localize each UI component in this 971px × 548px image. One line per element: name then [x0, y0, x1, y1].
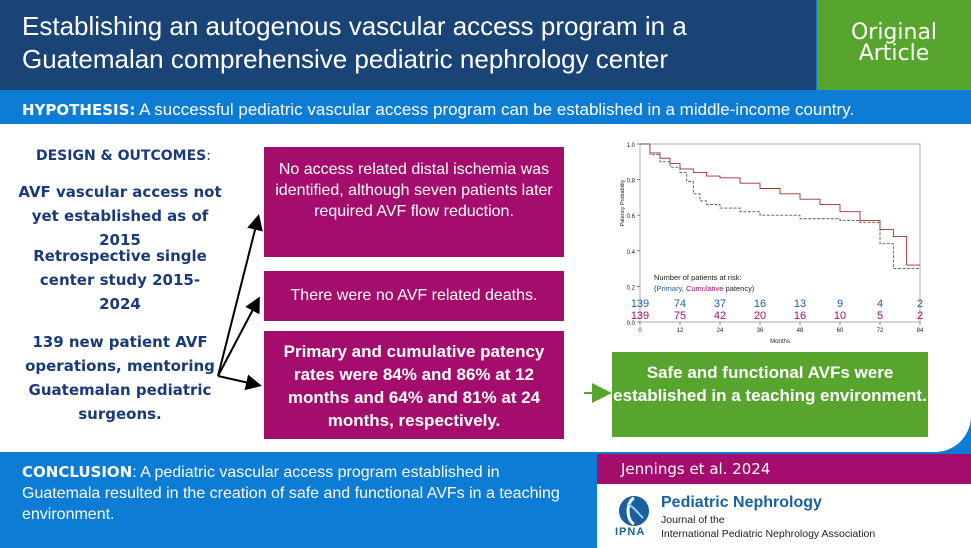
- x-tick-label: 72: [877, 328, 884, 334]
- series-line: [640, 143, 920, 270]
- y-axis-label: Patency Probability: [620, 179, 626, 226]
- at-risk-primary: 9: [837, 298, 843, 310]
- article-type-line1: Original: [850, 20, 938, 45]
- legend-cumulative: Cumulative: [686, 284, 724, 293]
- conclusion-label: CONCLUSION: [22, 463, 133, 481]
- finding-box: There were no AVF related deaths.: [264, 271, 564, 321]
- at-risk-primary: 4: [877, 298, 883, 310]
- at-risk-primary: 16: [754, 298, 766, 310]
- x-tick-label: 36: [757, 328, 764, 334]
- y-tick-label: 0.6: [627, 214, 636, 220]
- at-risk-cumulative: 16: [794, 310, 806, 322]
- legend-suffix: patency): [723, 284, 754, 293]
- at-risk-cumulative: 10: [834, 310, 846, 322]
- y-tick-label: 0.4: [627, 250, 636, 256]
- y-tick-label: 1.0: [627, 143, 636, 149]
- arrow-to-finding-1: [217, 214, 263, 377]
- hypothesis-label: HYPOTHESIS:: [22, 101, 136, 119]
- x-tick-label: 0: [638, 328, 642, 334]
- at-risk-cumulative: 42: [714, 310, 726, 322]
- design-outcomes-heading: DESIGN & OUTCOMES:: [36, 148, 211, 164]
- citation-bar: Jennings et al. 2024: [597, 454, 971, 484]
- article-type-label: Original Article: [817, 20, 971, 66]
- at-risk-primary: 13: [794, 298, 806, 310]
- design-statement: 139 new patient AVF operations, mentorin…: [25, 333, 215, 423]
- journal-footer: IPNA Pediatric Nephrology Journal of the…: [597, 484, 971, 548]
- plot-frame: [639, 143, 921, 323]
- article-type-line2: Article: [858, 41, 930, 66]
- journal-subtitle-line2: International Pediatric Nephrology Assoc…: [661, 528, 876, 540]
- legend-separator: ,: [682, 284, 686, 293]
- risk-table-legend: (Primary, Cumulative patency): [654, 284, 755, 293]
- design-outcomes-colon: :: [206, 148, 211, 164]
- journal-subtitle-line1: Journal of the: [661, 514, 725, 526]
- legend-primary: Primary: [657, 284, 683, 293]
- arrow-to-finding-2: [217, 296, 260, 377]
- at-risk-cumulative: 75: [674, 310, 686, 322]
- legend-paren: (: [654, 284, 657, 293]
- x-tick-label: 84: [917, 328, 924, 334]
- page-title: Establishing an autogenous vascular acce…: [22, 11, 687, 74]
- header-banner: [0, 0, 816, 90]
- x-tick-label: 60: [837, 328, 844, 334]
- risk-table-title: Number of patients at risk:: [654, 273, 742, 282]
- hypothesis-text: A successful pediatric vascular access p…: [135, 100, 855, 119]
- at-risk-cumulative: 2: [917, 310, 923, 322]
- y-tick-label: 0.8: [627, 179, 636, 185]
- x-axis-label: Months: [770, 339, 790, 345]
- x-tick-label: 24: [717, 328, 724, 334]
- hypothesis: HYPOTHESIS: A successful pediatric vascu…: [22, 100, 854, 120]
- at-risk-cumulative: 20: [754, 310, 766, 322]
- conclusion: CONCLUSION: A pediatric vascular access …: [22, 462, 582, 525]
- design-statement: Retrospective single center study 2015-2…: [33, 247, 207, 313]
- finding-box: No access related distal ischemia was id…: [264, 147, 564, 257]
- ipna-globe-icon: [619, 496, 649, 526]
- y-tick-label: 0.0: [627, 321, 636, 327]
- arrow-to-finding-3: [217, 374, 262, 391]
- at-risk-cumulative: 139: [631, 310, 649, 322]
- at-risk-primary: 139: [631, 298, 649, 310]
- at-risk-cumulative: 5: [877, 310, 883, 322]
- conclusion-text: : A pediatric vascular access program es…: [22, 464, 560, 523]
- finding-box: Primary and cumulative patency rates wer…: [264, 331, 564, 439]
- design-statement: AVF vascular access not yet established …: [18, 183, 222, 249]
- at-risk-primary: 2: [917, 298, 923, 310]
- journal-name: Pediatric Nephrology: [661, 494, 822, 511]
- design-outcomes-label: DESIGN & OUTCOMES: [36, 148, 207, 164]
- citation: Jennings et al. 2024: [621, 460, 771, 478]
- at-risk-primary: 74: [674, 298, 686, 310]
- at-risk-primary: 37: [714, 298, 726, 310]
- series-line: [640, 143, 920, 266]
- y-tick-label: 0.2: [627, 285, 636, 291]
- result-box: Safe and functional AVFs were establishe…: [612, 352, 928, 437]
- x-tick-label: 48: [797, 328, 804, 334]
- ipna-logo-text: IPNA: [615, 526, 646, 538]
- article-type-badge: Original Article: [817, 0, 971, 90]
- x-tick-label: 12: [677, 328, 684, 334]
